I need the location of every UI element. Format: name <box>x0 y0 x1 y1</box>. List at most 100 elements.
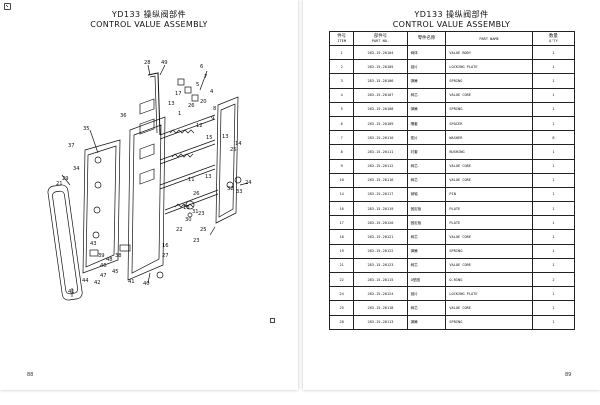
cell-part-no: 283-15-20115 <box>353 271 408 288</box>
cell-qty: 1 <box>531 44 576 61</box>
page-grid-icon[interactable] <box>4 3 11 10</box>
page-marker <box>270 318 275 323</box>
svg-text:48: 48 <box>106 257 113 263</box>
svg-text:38: 38 <box>115 253 122 259</box>
cell-part-no: 283-15-20112 <box>353 158 408 174</box>
cell-qty: 1 <box>531 158 576 174</box>
svg-text:21: 21 <box>56 181 63 187</box>
svg-text:17: 17 <box>175 91 182 97</box>
cell-part-name: VALUE CORE <box>445 300 533 316</box>
cell-item: 25 <box>328 300 355 316</box>
cell-qty: 1 <box>531 201 576 217</box>
cell-qty: 8 <box>531 130 576 146</box>
cell-part-no: 283-15-20107 <box>353 87 408 103</box>
cell-part-no: 283-15-20110 <box>353 130 408 146</box>
cell-qty: 1 <box>531 144 576 160</box>
cell-part-name: PLATE <box>445 201 533 217</box>
svg-text:6: 6 <box>200 64 203 70</box>
cell-item: 28 <box>328 314 355 330</box>
cell-qty: 1 <box>531 286 576 302</box>
cell-name-cn: 垫片 <box>406 130 447 146</box>
cell-part-name: O-RING <box>445 271 533 288</box>
cell-name-cn: O型圈 <box>406 271 447 288</box>
header-name-cn: 零件名称 <box>406 31 447 46</box>
svg-text:25: 25 <box>230 147 237 153</box>
cell-name-cn: 弹簧 <box>406 101 447 117</box>
svg-text:7: 7 <box>204 74 207 80</box>
svg-text:37: 37 <box>68 143 75 149</box>
svg-text:34: 34 <box>73 166 80 172</box>
cell-name-cn: 阀芯 <box>406 158 447 174</box>
svg-text:47: 47 <box>100 273 107 279</box>
svg-text:42: 42 <box>94 280 101 286</box>
page-title-en: CONTROL VALUE ASSEMBLY <box>392 20 511 29</box>
svg-text:4: 4 <box>210 89 214 95</box>
svg-text:35: 35 <box>83 126 90 132</box>
cell-item: 9 <box>328 158 355 174</box>
cell-qty: 1 <box>531 172 576 188</box>
cell-part-no: 283-15-20123 <box>353 257 408 274</box>
svg-text:10: 10 <box>183 205 190 211</box>
cell-item: 2 <box>328 59 355 75</box>
svg-text:26: 26 <box>193 191 200 197</box>
svg-text:14: 14 <box>235 141 242 147</box>
cell-item: 8 <box>328 144 355 160</box>
svg-text:46: 46 <box>100 263 107 269</box>
cell-part-no: 283-15-20105 <box>353 59 408 75</box>
page-number: 89 <box>565 372 572 378</box>
cell-part-name: VALUE CORE <box>445 87 533 103</box>
cell-part-no: 283-15-20104 <box>353 44 408 61</box>
cell-part-name: SPRING <box>445 243 533 259</box>
cell-qty: 1 <box>531 257 576 274</box>
cell-part-no: 283-15-20113 <box>353 314 408 330</box>
cell-part-name: VALUE CORE <box>445 172 533 188</box>
cell-part-name: WASHER <box>445 130 533 146</box>
svg-text:28: 28 <box>144 60 151 66</box>
cell-name-cn: 弹簧 <box>406 243 447 259</box>
svg-text:5: 5 <box>196 82 199 88</box>
svg-text:15: 15 <box>206 135 213 141</box>
svg-text:13: 13 <box>222 134 229 140</box>
page-title-en: CONTROL VALUE ASSEMBLY <box>90 20 208 29</box>
left-page: YD133 操纵阀部件 CONTROL VALUE ASSEMBLY <box>0 0 298 390</box>
svg-text:24: 24 <box>245 180 252 186</box>
cell-item: 18 <box>328 229 355 245</box>
cell-item: 17 <box>328 215 355 231</box>
cell-part-no: 283-15-20111 <box>353 144 408 160</box>
cell-name-cn: 衬套 <box>406 144 447 160</box>
cell-name-cn: 销轴 <box>406 186 447 203</box>
cell-item: 21 <box>328 257 355 274</box>
svg-text:13: 13 <box>205 174 212 180</box>
cell-name-cn: 锁片 <box>406 59 447 75</box>
cell-name-cn: 阀芯 <box>406 172 447 188</box>
cell-part-name: LOCKING PLATE <box>445 286 533 302</box>
cell-part-no: 283-15-20108 <box>353 101 408 117</box>
cell-part-no: 283-15-20120 <box>353 215 408 231</box>
cell-part-no: 283-15-20109 <box>353 115 408 132</box>
cell-item: 3 <box>328 73 355 89</box>
svg-text:25: 25 <box>200 227 207 233</box>
cell-part-no: 283-15-20118 <box>353 300 408 316</box>
